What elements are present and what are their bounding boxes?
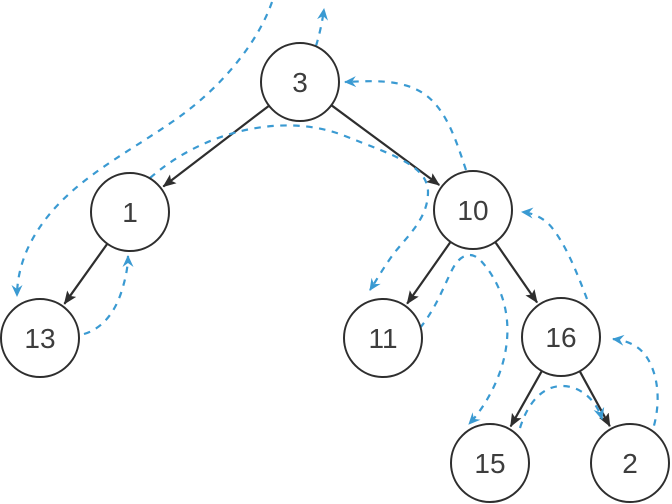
node-label: 3 bbox=[292, 67, 308, 98]
node-circle bbox=[343, 298, 423, 378]
tree-node-10: 10 bbox=[433, 170, 513, 250]
traversal-path bbox=[11, 1, 659, 439]
node-label: 16 bbox=[545, 322, 576, 353]
node-label: 15 bbox=[474, 448, 505, 479]
tree-node-1: 1 bbox=[90, 172, 170, 252]
node-circle bbox=[433, 170, 513, 250]
traversal-2-to-16 bbox=[612, 334, 659, 439]
traversal-10-to-3 bbox=[344, 76, 468, 171]
edge-1-13 bbox=[63, 243, 109, 305]
node-label: 2 bbox=[622, 448, 638, 479]
node-label: 11 bbox=[368, 323, 397, 354]
traversal-15-to-2 bbox=[518, 384, 605, 429]
traversal-3-to-exit bbox=[314, 8, 328, 47]
tree-edges bbox=[63, 104, 611, 428]
tree-node-15: 15 bbox=[450, 423, 530, 503]
tree-nodes: 3 1 10 13 11 16 15 2 bbox=[0, 42, 670, 503]
traversal-16-to-10 bbox=[521, 207, 589, 300]
edge-3-10 bbox=[330, 104, 441, 186]
edge-16-15 bbox=[509, 370, 543, 428]
tree-node-11: 11 bbox=[343, 298, 423, 378]
traversal-11-to-15 bbox=[419, 253, 509, 425]
tree-node-2: 2 bbox=[590, 423, 670, 503]
node-circle bbox=[90, 172, 170, 252]
edge-10-11 bbox=[406, 241, 452, 305]
node-label: 13 bbox=[24, 323, 55, 354]
node-circle bbox=[0, 298, 80, 378]
tree-node-3: 3 bbox=[260, 42, 340, 122]
edge-3-1 bbox=[162, 104, 270, 188]
traversal-13-to-1 bbox=[83, 255, 134, 336]
node-circle bbox=[450, 423, 530, 503]
edge-10-16 bbox=[494, 241, 538, 304]
node-label: 10 bbox=[457, 195, 488, 226]
tree-node-13: 13 bbox=[0, 298, 80, 378]
node-circle bbox=[521, 297, 601, 377]
edge-16-2 bbox=[578, 370, 611, 428]
node-label: 1 bbox=[122, 197, 138, 228]
traversal-enter-to-13 bbox=[11, 1, 274, 297]
traversal-1-to-11 bbox=[149, 124, 430, 291]
tree-node-16: 16 bbox=[521, 297, 601, 377]
node-circle bbox=[590, 423, 670, 503]
node-circle bbox=[260, 42, 340, 122]
